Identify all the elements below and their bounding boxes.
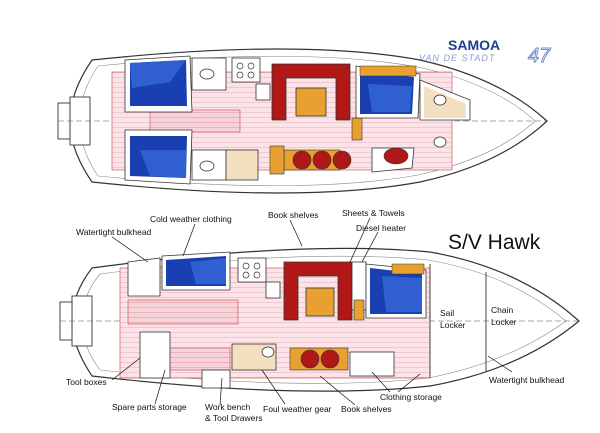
label-book-shelves-bottom: Book shelves <box>341 404 392 414</box>
label-sheets-towels: Sheets & Towels <box>342 208 405 218</box>
brand-logo: SAMOA VAN DE STADT 47 <box>419 37 552 68</box>
label-work-bench-1: Work bench <box>205 402 250 412</box>
callout-leaders <box>111 217 513 406</box>
label-watertight-bulkhead-aft: Watertight bulkhead <box>489 375 565 385</box>
label-diesel-heater: Diesel heater <box>356 223 406 233</box>
sail-locker-label-2: Locker <box>440 320 466 330</box>
vessel-name: S/V Hawk <box>448 231 541 254</box>
brand-builder: VAN DE STADT <box>419 53 496 63</box>
brand-length: 47 <box>528 45 551 67</box>
label-tool-boxes: Tool boxes <box>66 377 107 387</box>
chain-locker-label-2: Locker <box>491 317 517 327</box>
label-clothing-storage: Clothing storage <box>380 392 442 402</box>
brand-model: SAMOA <box>448 37 500 53</box>
top-hull-plan <box>57 48 548 194</box>
label-cold-weather-clothing: Cold weather clothing <box>150 214 232 224</box>
sail-locker-label-1: Sail <box>440 308 454 318</box>
label-watertight-bulkhead-fwd: Watertight bulkhead <box>76 227 152 237</box>
chain-locker-label-1: Chain <box>491 305 513 315</box>
bottom-hull-plan: Sail Locker Chain Locker <box>59 247 580 392</box>
label-foul-weather-gear: Foul weather gear <box>263 404 332 414</box>
label-work-bench-2: & Tool Drawers <box>205 413 262 423</box>
label-book-shelves-top: Book shelves <box>268 210 319 220</box>
callout-labels: Watertight bulkhead Cold weather clothin… <box>66 208 565 423</box>
label-spare-parts-storage: Spare parts storage <box>112 402 187 412</box>
